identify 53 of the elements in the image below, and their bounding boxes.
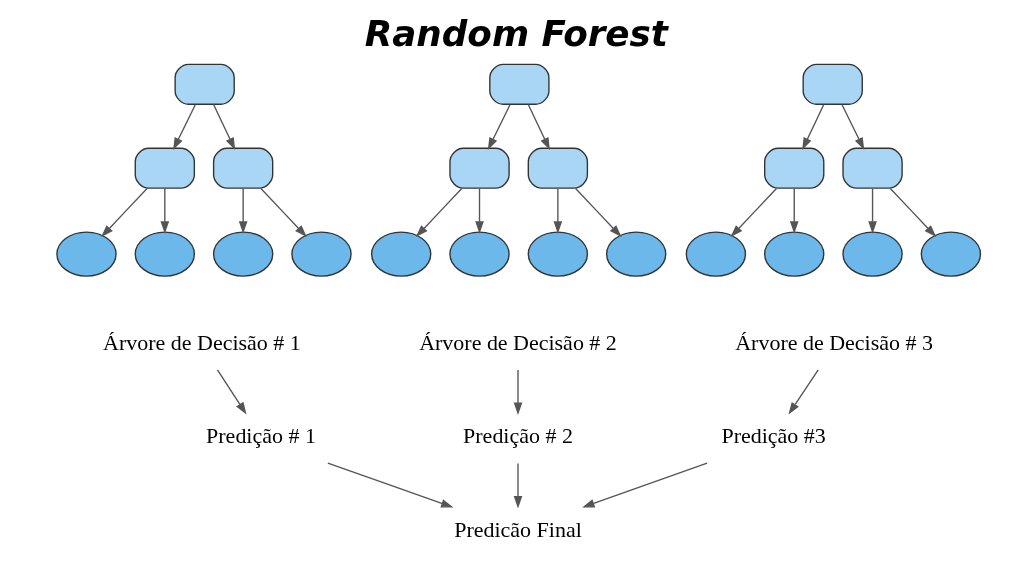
arrow xyxy=(574,187,621,238)
arrow xyxy=(787,369,819,415)
node-circle xyxy=(605,231,666,277)
node-box xyxy=(841,147,903,189)
arrow xyxy=(789,187,799,234)
arrow xyxy=(238,187,247,234)
arrow xyxy=(513,369,522,415)
node-box xyxy=(134,147,195,189)
arrow xyxy=(889,187,936,238)
arrow xyxy=(553,187,562,234)
arrow xyxy=(487,103,511,150)
arrow xyxy=(527,103,550,150)
node-circle xyxy=(920,231,981,277)
arrow xyxy=(801,103,824,150)
arrow xyxy=(840,103,864,150)
node-box xyxy=(448,147,510,189)
node-circle xyxy=(55,231,117,277)
node-circle xyxy=(763,231,824,277)
node-circle xyxy=(841,231,903,277)
node-box xyxy=(212,147,273,189)
node-circle xyxy=(370,231,431,277)
arrow xyxy=(172,103,196,150)
arrow xyxy=(474,187,484,234)
node-text: Árvore de Decisão # 2 xyxy=(418,330,617,355)
node-circle xyxy=(448,231,510,277)
node-text: Predicão Final xyxy=(453,516,582,542)
node-box xyxy=(488,63,550,105)
node-circle xyxy=(134,231,195,277)
node-circle xyxy=(527,231,588,277)
node-text: Predição #3 xyxy=(720,423,826,449)
node-box xyxy=(763,147,824,189)
arrow xyxy=(216,369,247,415)
arrow xyxy=(259,187,307,238)
diagram-title: Random Forest xyxy=(364,13,668,55)
arrow xyxy=(581,462,708,508)
arrow xyxy=(513,462,522,509)
arrow xyxy=(867,187,877,234)
node-text: Predição # 2 xyxy=(462,423,573,449)
node-box xyxy=(527,147,588,189)
arrow xyxy=(730,187,777,238)
arrow xyxy=(100,187,148,238)
arrow xyxy=(160,187,169,234)
arrow xyxy=(212,103,235,150)
arrow xyxy=(326,462,453,508)
node-circle xyxy=(212,231,273,277)
node-circle xyxy=(685,231,746,277)
node-box xyxy=(173,63,235,105)
node-text: Predição # 1 xyxy=(205,423,316,449)
node-text: Árvore de Decisão # 1 xyxy=(102,330,301,355)
node-box xyxy=(801,63,863,105)
node-text: Árvore de Decisão # 3 xyxy=(734,330,933,355)
arrow xyxy=(415,187,462,238)
node-circle xyxy=(290,231,352,277)
